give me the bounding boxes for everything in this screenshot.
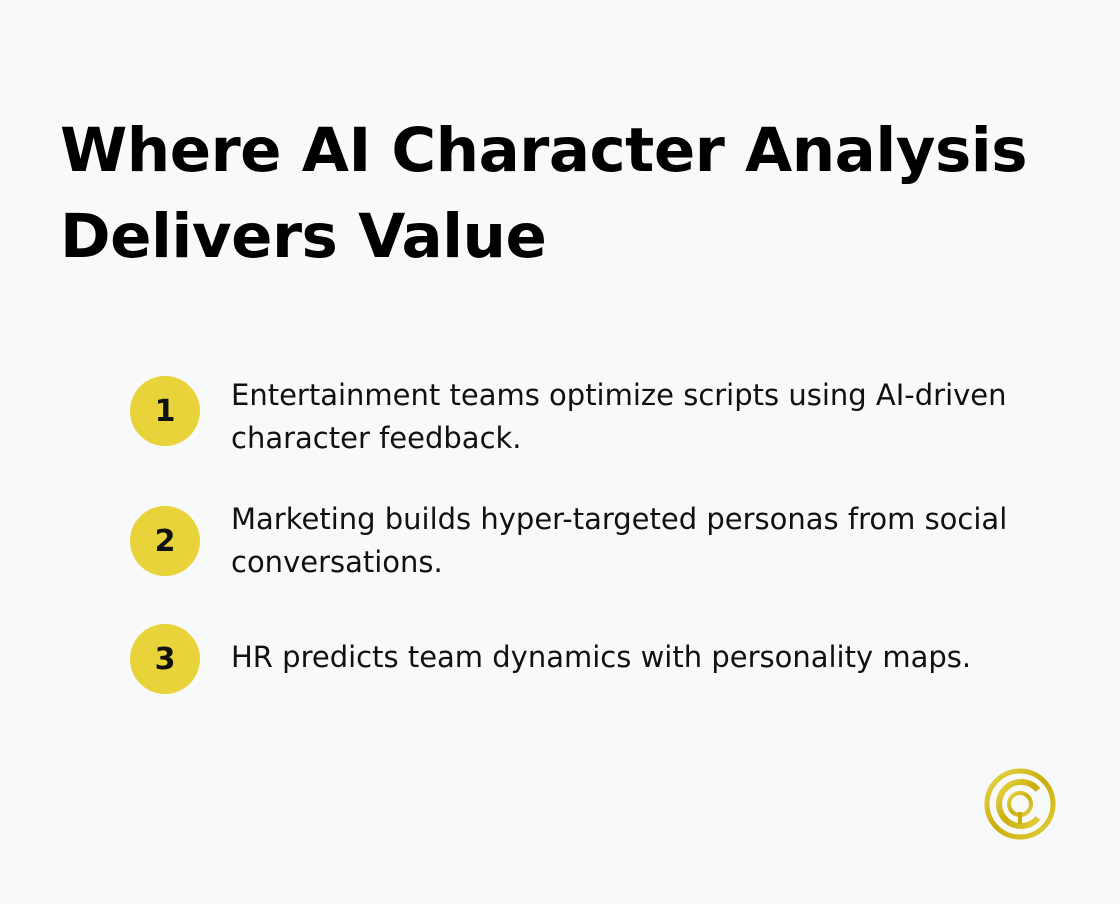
number-badge: 1 — [130, 376, 200, 446]
gold-cq-logo-icon — [980, 768, 1060, 840]
item-text: HR predicts team dynamics with personali… — [231, 640, 972, 674]
number-badge: 3 — [130, 624, 200, 694]
number-badge: 2 — [130, 506, 200, 576]
item-text: Entertainment teams optimize scripts usi… — [231, 378, 1007, 455]
list-item: 2 Marketing builds hyper-targeted person… — [130, 502, 1051, 584]
page-title: Where AI Character Analysis Delivers Val… — [60, 115, 1028, 272]
item-text: Marketing builds hyper-targeted personas… — [231, 502, 1008, 579]
list-item: 3 HR predicts team dynamics with persona… — [130, 624, 1051, 694]
list-item: 1 Entertainment teams optimize scripts u… — [130, 376, 1051, 460]
